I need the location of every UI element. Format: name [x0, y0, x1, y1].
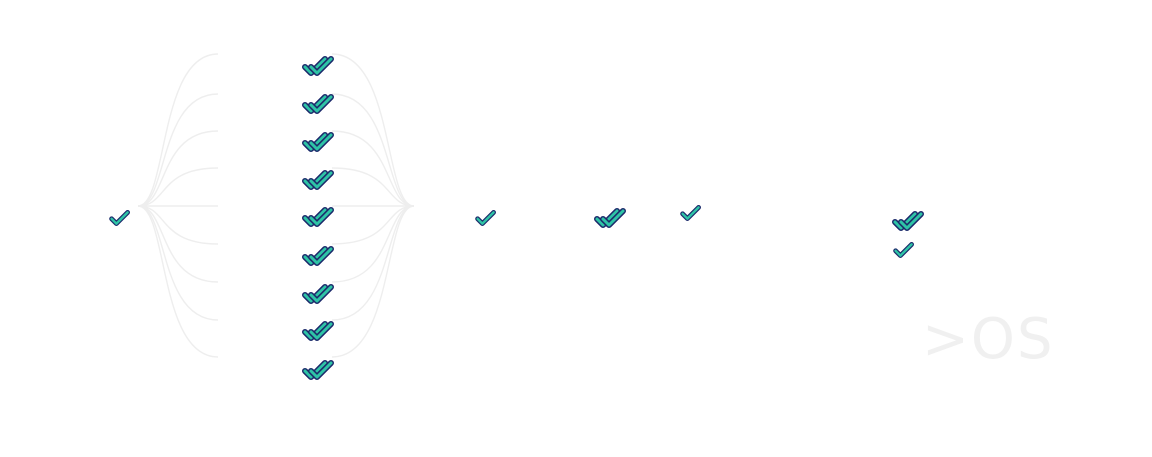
fan-out-connector — [137, 130, 219, 207]
fan-out-connector — [137, 205, 219, 245]
fan-node — [302, 131, 334, 153]
fan-out-connector — [137, 53, 219, 207]
source-node — [109, 207, 134, 229]
single-check-icon — [680, 204, 701, 221]
double-check-icon — [302, 170, 334, 190]
fan-node — [302, 320, 334, 342]
double-check-icon — [302, 207, 334, 227]
double-check-icon — [892, 211, 924, 231]
fan-in-connector — [331, 53, 415, 207]
fan-out-connector — [137, 205, 219, 321]
chain-node — [594, 207, 626, 229]
watermark-logo: >OS — [922, 307, 1055, 372]
fan-node — [302, 359, 334, 381]
double-check-icon — [302, 284, 334, 304]
fan-out-connector — [137, 205, 219, 283]
fan-node — [302, 206, 334, 228]
double-check-icon — [302, 321, 334, 341]
fan-node — [302, 93, 334, 115]
fan-out-connector — [137, 167, 219, 207]
fan-in-connector — [331, 93, 415, 207]
double-check-icon — [302, 132, 334, 152]
double-check-icon — [302, 360, 334, 380]
merge-node — [475, 207, 500, 229]
fan-node — [302, 245, 334, 267]
fan-in-connector — [331, 205, 415, 358]
single-check-icon — [475, 209, 496, 226]
double-check-icon — [594, 208, 626, 228]
fan-in-connector — [331, 205, 415, 283]
fan-node — [302, 169, 334, 191]
single-check-icon — [109, 209, 130, 226]
double-check-icon — [302, 56, 334, 76]
fan-node — [302, 55, 334, 77]
double-check-icon — [302, 246, 334, 266]
stack-node — [892, 210, 924, 232]
fan-out-connector — [137, 93, 219, 207]
fan-in-connector — [331, 205, 415, 245]
double-check-icon — [302, 94, 334, 114]
stack-node — [893, 239, 918, 261]
fan-node — [302, 283, 334, 305]
fan-out-connector — [137, 205, 219, 358]
single-check-icon — [893, 241, 914, 258]
fan-in-connector — [331, 130, 415, 207]
chain-node — [680, 202, 705, 224]
fan-in-connector — [331, 205, 415, 321]
fan-in-connector — [331, 167, 415, 207]
